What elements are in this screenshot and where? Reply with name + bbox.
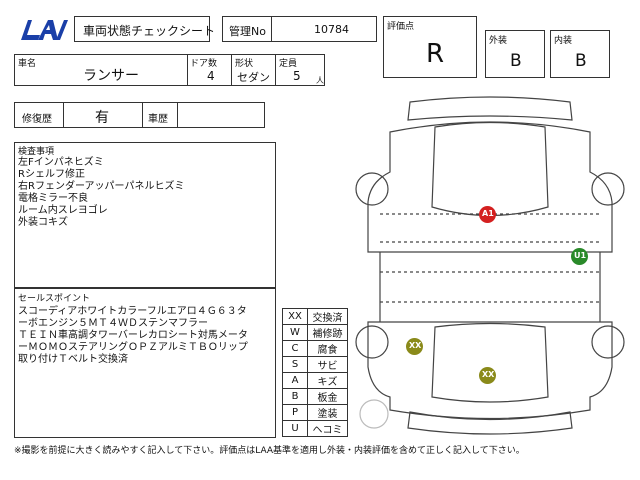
exterior-value: B [510,51,522,71]
capacity-box: 定員 5 人 [275,54,325,86]
legend-meaning: 腐食 [307,340,348,357]
damage-marker-u1 [571,248,588,265]
car-diagram [355,96,625,435]
sales-line: ＴＥＩＮ車高調タワーバーレカロシート対馬メータ [18,330,248,341]
exterior-box: 外装 B [485,30,545,78]
sales-label: セールスポイント [18,294,91,304]
sales-line: ーボエンジン５ＭＴ４ＷＤステンマフラー [18,318,208,329]
repair-label: 修復歴 [22,114,52,125]
legend-code: A [282,372,308,389]
legend-meaning: サビ [307,356,348,373]
sales-line: ーＭＯＭＯステアリングＯＰＺアルミＴＢＯリップ [18,342,248,353]
grade-label: 評価点 [387,22,415,32]
sales-line: スコーディアホワイトカラーフルエアロ４Ｇ６３タ [18,306,247,317]
legend-code: P [282,404,308,421]
capacity-unit: 人 [316,76,324,85]
grade-value: R [426,39,445,69]
sheet-title: 車両状態チェックシート [83,24,216,38]
inspection-line: 外装コキズ [18,217,68,228]
damage-marker-xx [406,338,423,355]
chassis-value-box [177,102,265,128]
legend-code: B [282,388,308,405]
legend-meaning: 交換済 [307,308,348,325]
capacity-value: 5 [293,69,301,83]
repair-value: 有 [95,110,109,126]
mgmt-value-box: 10784 [271,16,377,42]
inspection-line: 左Fインパネヒズミ [18,157,104,168]
title-box: 車両状態チェックシート [74,16,215,42]
mgmt-label-box: 管理No [222,16,272,42]
inspection-label: 検査事項 [18,147,55,157]
inspection-line: Rシェルフ修正 [18,169,85,180]
legend-meaning: 塗装 [307,404,348,421]
damage-marker-label: XX [482,370,495,379]
inspection-line: ルーム内スレヨゴレ [18,205,108,216]
interior-box: 内装 B [550,30,610,78]
doors-box: ドア数 4 [187,54,232,86]
shape-box: 形状 セダン [231,54,276,86]
exterior-label: 外装 [489,36,508,46]
sales-line: 取り付けＴベルト交換済 [18,354,128,365]
inspection-line: 右Rフェンダーアッパーパネルヒズミ [18,181,185,192]
capacity-label: 定員 [279,59,298,69]
mgmt-number: 10784 [314,23,349,36]
doors-label: ドア数 [190,59,218,69]
grade-box: 評価点 R [383,16,477,78]
laa-logo [21,20,68,40]
interior-value: B [575,51,587,71]
inspection-line: 電格ミラー不良 [18,193,88,204]
damage-marker-label: A1 [482,209,494,218]
mgmt-label: 管理No [229,25,266,38]
vehicle-name-label: 車名 [18,59,37,69]
sales-box: セールスポイント スコーディアホワイトカラーフルエアロ４Ｇ６３タ ーボエンジン５… [14,288,276,438]
legend-meaning: ヘコミ [307,420,348,437]
inspection-box: 検査事項 左Fインパネヒズミ Rシェルフ修正 右Rフェンダーアッパーパネルヒズミ… [14,142,276,288]
vehicle-name-box: 車名 ランサー [14,54,188,86]
legend-meaning: 板金 [307,388,348,405]
damage-marker-a1 [479,206,496,223]
interior-label: 内装 [554,36,573,46]
shape-value: セダン [237,71,270,84]
footer-note: ※撮影を前提に大きく読みやすく記入して下さい。評価点はLAA基準を適用し外装・内… [14,446,525,456]
repair-label-box: 修復歴 [14,102,64,128]
legend-code: C [282,340,308,357]
doors-value: 4 [207,69,215,83]
legend-code: S [282,356,308,373]
shape-label: 形状 [235,59,254,69]
legend-code: U [282,420,308,437]
chassis-label-box: 車歴 [142,102,178,128]
legend-meaning: キズ [307,372,348,389]
damage-marker-xx [479,367,496,384]
legend-code: W [282,324,308,341]
legend-code: XX [282,308,308,325]
legend-meaning: 補修跡 [307,324,348,341]
damage-marker-label: U1 [574,251,587,260]
repair-value-box: 有 [63,102,143,128]
vehicle-name: ランサー [83,68,139,84]
damage-marker-label: XX [409,341,422,350]
chassis-label: 車歴 [148,114,168,125]
